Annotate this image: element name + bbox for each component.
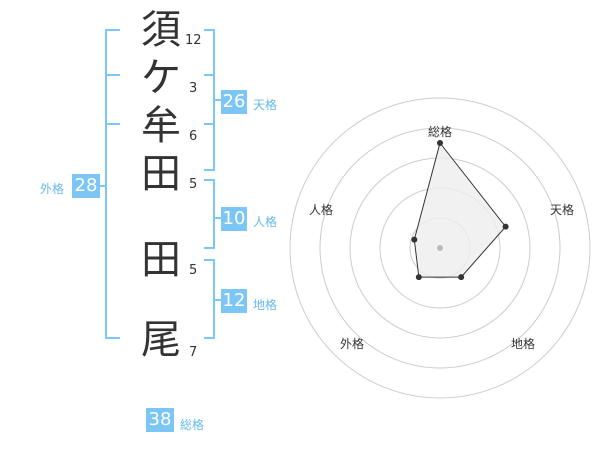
name-char-4: 田 <box>141 151 181 197</box>
tenkaku-label: 天格 <box>253 98 278 112</box>
chikaku-score: 12 <box>221 289 247 313</box>
stroke-count-4: 5 <box>189 177 198 192</box>
gaikaku-score: 28 <box>72 174 100 198</box>
soukaku-label: 総格 <box>180 418 205 432</box>
radar-ring <box>319 127 561 369</box>
radar-ring <box>289 97 591 399</box>
name-char-1: 須 <box>141 7 181 53</box>
jinkaku-bracket <box>204 179 215 249</box>
name-char-6: 尾 <box>141 317 181 363</box>
gaikaku-bracket <box>105 29 120 339</box>
radar-label-tenkaku: 天格 <box>550 203 575 217</box>
radar-point <box>415 274 422 281</box>
radar-label-jinkaku: 人格 <box>309 203 334 217</box>
radar-label-gaikaku: 外格 <box>340 337 365 351</box>
stroke-count-5: 5 <box>189 263 198 278</box>
jinkaku-label: 人格 <box>253 215 278 229</box>
soukaku-score: 38 <box>146 408 174 432</box>
name-char-2: ケ <box>141 55 181 101</box>
stroke-count-3: 6 <box>189 129 198 144</box>
stroke-count-1: 12 <box>185 33 202 48</box>
name-char-3: 牟 <box>141 103 181 149</box>
tenkaku-score: 26 <box>221 90 247 114</box>
radar-label-chikaku: 地格 <box>511 337 536 351</box>
radar-point <box>411 236 418 243</box>
jinkaku-score: 10 <box>221 207 247 231</box>
name-char-5: 田 <box>141 237 181 283</box>
stroke-count-6: 7 <box>189 345 198 360</box>
gaikaku-label: 外格 <box>40 182 65 196</box>
radar-point <box>437 140 443 146</box>
stroke-count-2: 3 <box>189 81 198 96</box>
radar-label-soukaku: 総格 <box>428 125 453 139</box>
chikaku-label: 地格 <box>253 298 278 312</box>
radar-point <box>502 223 509 230</box>
radar-area <box>413 141 507 278</box>
radar-point <box>458 274 465 281</box>
radar-center <box>437 245 443 251</box>
